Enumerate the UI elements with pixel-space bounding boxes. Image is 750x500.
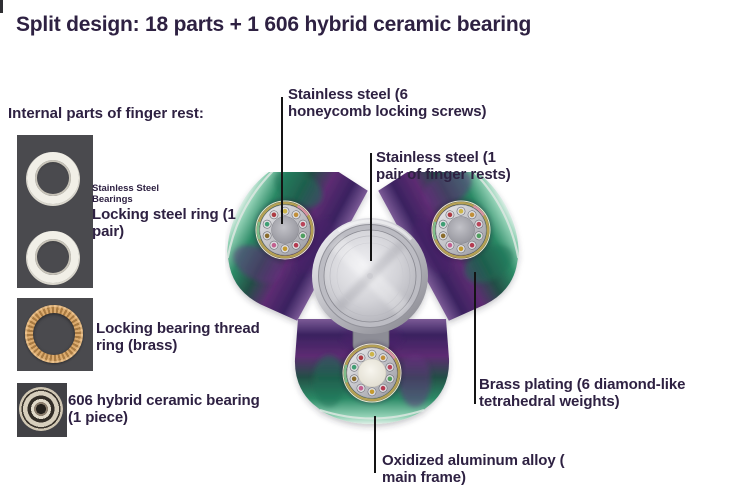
photo-panel-steel-rings bbox=[17, 135, 93, 288]
leader-line-main-frame bbox=[374, 416, 376, 473]
callout-honeycomb-locking-screws: Stainless steel (6 honeycomb locking scr… bbox=[288, 86, 487, 120]
label-606-hybrid-ceramic-bearing: 606 hybrid ceramic bearing (1 piece) bbox=[68, 392, 260, 426]
label-locking-steel-ring: Locking steel ring (1 pair) bbox=[92, 206, 236, 240]
ceramic-bearing-photo bbox=[19, 387, 63, 431]
steel-locking-ring-photo bbox=[27, 152, 79, 204]
callout-brass-tetrahedral-weights: Brass plating (6 diamond-like tetrahedra… bbox=[479, 376, 686, 410]
steel-locking-ring-photo bbox=[27, 231, 79, 283]
photo-panel-606-bearing bbox=[17, 383, 67, 437]
callout-pair-of-finger-rests: Stainless steel (1 pair of finger rests) bbox=[376, 149, 511, 183]
left-parts-heading: Internal parts of finger rest: bbox=[8, 105, 204, 122]
leader-line-honeycomb-screws bbox=[281, 97, 283, 224]
photo-panel-brass-ring bbox=[17, 298, 93, 371]
corner-artifact bbox=[0, 0, 3, 13]
callout-oxidized-aluminum-main-frame: Oxidized aluminum alloy ( main frame) bbox=[382, 452, 565, 486]
brass-ring-hole bbox=[33, 313, 75, 355]
lobe-finger-rest-top-left bbox=[255, 200, 315, 260]
lobe-finger-rest-bottom bbox=[342, 343, 402, 403]
page-title: Split design: 18 parts + 1 606 hybrid ce… bbox=[16, 13, 532, 36]
brass-thread-ring-photo bbox=[25, 305, 83, 363]
label-locking-bearing-thread-ring: Locking bearing thread ring (brass) bbox=[96, 320, 260, 354]
lobe-finger-rest-top-right bbox=[431, 200, 491, 260]
leader-line-brass-weights bbox=[474, 272, 476, 404]
fidget-spinner-image bbox=[225, 172, 525, 434]
label-stainless-steel-bearings: Stainless Steel Bearings bbox=[92, 183, 160, 205]
leader-line-finger-rests bbox=[370, 153, 372, 261]
